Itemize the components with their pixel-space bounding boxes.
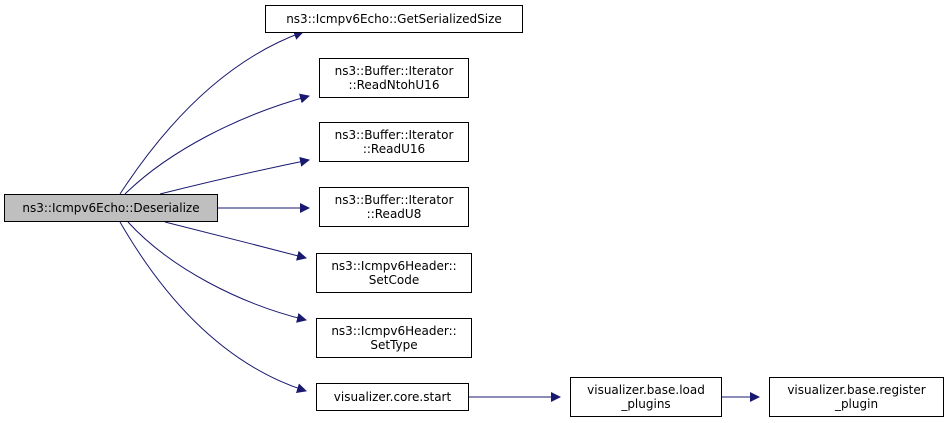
node-visualizer-core-start[interactable]: visualizer.core.start <box>316 383 469 411</box>
edge-root-to-read-u16 <box>159 156 310 195</box>
node-read-ntoh-u16-label-2: ::ReadNtohU16 <box>348 78 440 92</box>
node-visualizer-base-load-plugins-label-1: visualizer.base.load <box>587 383 705 397</box>
edge-root-to-visualizer-core-start <box>119 221 307 394</box>
node-read-u16-label-2: ::ReadU16 <box>362 142 426 156</box>
node-visualizer-base-load-plugins[interactable]: visualizer.base.load _plugins <box>570 377 722 417</box>
node-set-code[interactable]: ns3::Icmpv6Header:: SetCode <box>316 253 472 293</box>
node-read-u16[interactable]: ns3::Buffer::Iterator ::ReadU16 <box>319 122 469 162</box>
edge-root-to-set-code <box>164 221 307 261</box>
node-read-ntoh-u16[interactable]: ns3::Buffer::Iterator ::ReadNtohU16 <box>319 58 469 98</box>
edge-root-to-read-ntoh-u16 <box>124 93 310 195</box>
node-visualizer-base-load-plugins-label-2: _plugins <box>621 397 671 411</box>
node-get-serialized-size-label-1: ns3::Icmpv6Echo::GetSerializedSize <box>286 12 502 26</box>
edge-root-to-get-serialized-size <box>119 30 304 195</box>
node-get-serialized-size[interactable]: ns3::Icmpv6Echo::GetSerializedSize <box>265 5 523 33</box>
node-set-type-label-2: SetType <box>370 338 418 352</box>
node-visualizer-core-start-label-1: visualizer.core.start <box>333 390 452 404</box>
node-read-u16-label-1: ns3::Buffer::Iterator <box>334 128 454 142</box>
node-visualizer-base-register-plugin[interactable]: visualizer.base.register _plugin <box>769 377 944 417</box>
edge-root-to-set-type <box>127 221 307 323</box>
node-read-u8-label-1: ns3::Buffer::Iterator <box>334 193 454 207</box>
node-set-code-label-2: SetCode <box>368 273 420 287</box>
node-read-u8[interactable]: ns3::Buffer::Iterator ::ReadU8 <box>319 187 469 227</box>
node-set-type-label-1: ns3::Icmpv6Header:: <box>331 324 457 338</box>
node-deserialize-label-1: ns3::Icmpv6Echo::Deserialize <box>22 201 200 215</box>
node-read-ntoh-u16-label-1: ns3::Buffer::Iterator <box>334 64 454 78</box>
node-read-u8-label-2: ::ReadU8 <box>366 207 422 221</box>
node-deserialize: ns3::Icmpv6Echo::Deserialize <box>4 194 218 222</box>
node-set-code-label-1: ns3::Icmpv6Header:: <box>331 259 457 273</box>
node-visualizer-base-register-plugin-label-2: _plugin <box>834 397 879 411</box>
node-set-type[interactable]: ns3::Icmpv6Header:: SetType <box>316 318 472 358</box>
node-visualizer-base-register-plugin-label-1: visualizer.base.register <box>787 383 926 397</box>
